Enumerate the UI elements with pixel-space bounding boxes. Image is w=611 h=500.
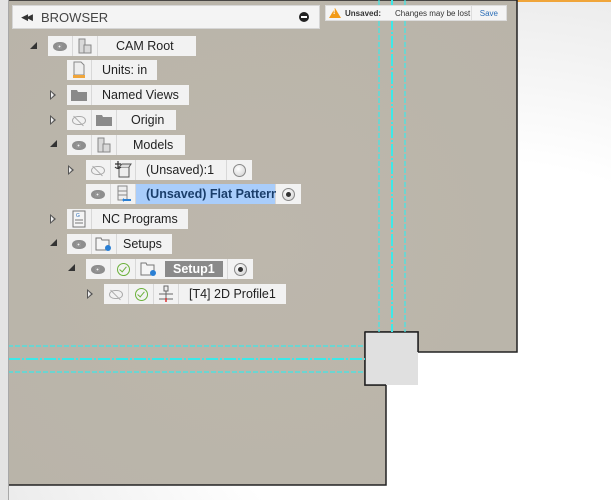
status-ok xyxy=(111,259,136,279)
expand-toggle-nc-programs[interactable] xyxy=(50,214,60,224)
radio-active-icon xyxy=(282,187,295,201)
visibility-toggle[interactable] xyxy=(67,110,92,130)
browser-panel-header: ◀◀ BROWSER xyxy=(12,5,320,29)
tree-node-flat-pattern[interactable]: (Unsaved) Flat Pattern xyxy=(86,184,301,204)
tree-node-label: Setups xyxy=(117,234,172,254)
tree-node-label: Models xyxy=(117,135,186,155)
eye-icon xyxy=(91,264,105,274)
sketch-lines-horizontal xyxy=(8,345,365,373)
warning-icon xyxy=(329,8,341,18)
profile-toolpath-icon xyxy=(154,284,179,304)
expand-toggle-named-views[interactable] xyxy=(50,90,60,100)
unsaved-banner: Unsaved: Changes may be lost Save xyxy=(325,5,507,21)
expand-toggle-unsaved-1[interactable] xyxy=(68,165,78,175)
flat-pattern-icon xyxy=(111,184,136,204)
save-button[interactable]: Save xyxy=(470,6,506,20)
folder-icon xyxy=(67,85,92,105)
unsaved-label: Unsaved: xyxy=(345,8,382,18)
document-icon xyxy=(67,60,92,80)
tree-node-2d-profile1[interactable]: [T4] 2D Profile1 xyxy=(104,284,286,304)
eye-icon xyxy=(72,140,86,150)
expand-toggle-2d-profile1[interactable] xyxy=(87,289,97,299)
nc-program-icon: G xyxy=(67,209,92,229)
triangle-collapsed-icon xyxy=(50,115,56,125)
tree-node-units[interactable]: Units: in xyxy=(67,60,158,80)
triangle-collapsed-icon xyxy=(50,90,56,100)
activate-radio[interactable] xyxy=(276,184,301,204)
tree-node-label: CAM Root xyxy=(98,36,196,56)
label-wrap: Setup1 xyxy=(161,259,228,279)
unsaved-message: Changes may be lost xyxy=(395,8,471,18)
tree-node-label: Named Views xyxy=(92,85,189,105)
tree-node-label: [T4] 2D Profile1 xyxy=(179,284,286,304)
tree-node-setup1[interactable]: Setup1 xyxy=(86,259,253,279)
tree-node-origin[interactable]: Origin xyxy=(67,110,177,130)
tree-node-label: Units: in xyxy=(92,60,158,80)
visibility-toggle[interactable] xyxy=(67,234,92,254)
check-circle-icon xyxy=(134,287,148,301)
triangle-expanded-icon xyxy=(50,239,57,246)
eye-icon xyxy=(72,239,86,249)
eye-hidden-icon xyxy=(91,165,105,175)
tree-node-named-views[interactable]: Named Views xyxy=(67,85,189,105)
tree-node-cam-root[interactable]: CAM Root xyxy=(48,36,196,56)
expand-toggle-setups[interactable] xyxy=(50,239,60,249)
visibility-toggle[interactable] xyxy=(67,135,92,155)
browser-title: BROWSER xyxy=(41,9,109,25)
visibility-toggle[interactable] xyxy=(104,284,129,304)
tree-node-label: Setup1 xyxy=(165,261,223,277)
visibility-toggle[interactable] xyxy=(86,160,111,180)
triangle-collapsed-icon xyxy=(68,165,74,175)
triangle-collapsed-icon xyxy=(87,289,93,299)
eye-hidden-icon xyxy=(72,115,86,125)
triangle-expanded-icon xyxy=(30,42,37,49)
tree-node-label: (Unsaved):1 xyxy=(136,160,228,180)
radio-active-icon xyxy=(233,262,247,276)
tree-node-unsaved-1[interactable]: (Unsaved):1 xyxy=(86,160,253,180)
activate-radio[interactable] xyxy=(227,160,253,180)
tree-node-nc-programs[interactable]: G NC Programs xyxy=(67,209,188,229)
folder-icon xyxy=(92,110,117,130)
visibility-toggle[interactable] xyxy=(48,36,73,56)
tree-node-label: (Unsaved) Flat Pattern xyxy=(136,184,279,204)
radio-inactive-icon xyxy=(233,163,247,177)
eye-icon xyxy=(53,41,67,51)
visibility-toggle[interactable] xyxy=(86,184,111,204)
status-ok xyxy=(129,284,154,304)
minus-circle-icon[interactable] xyxy=(299,12,309,22)
visibility-toggle[interactable] xyxy=(86,259,111,279)
component-icon xyxy=(73,36,98,56)
check-circle-icon xyxy=(116,262,130,276)
setup-folder-icon xyxy=(136,259,161,279)
sketch-lines-vertical xyxy=(378,0,406,332)
tree-node-setups[interactable]: Setups xyxy=(67,234,172,254)
setup-folder-icon xyxy=(92,234,117,254)
activate-radio[interactable] xyxy=(227,259,253,279)
expand-toggle-cam-root[interactable] xyxy=(30,42,40,52)
eye-hidden-icon xyxy=(109,289,123,299)
expand-toggle-models[interactable] xyxy=(50,140,60,150)
left-window-edge xyxy=(0,0,9,500)
tree-node-label: Origin xyxy=(117,110,177,130)
expand-toggle-origin[interactable] xyxy=(50,115,60,125)
triangle-collapsed-icon xyxy=(50,214,56,224)
tree-node-label: NC Programs xyxy=(92,209,188,229)
expand-toggle-setup1[interactable] xyxy=(68,264,78,274)
triangle-expanded-icon xyxy=(68,264,75,271)
tree-node-models[interactable]: Models xyxy=(67,135,186,155)
triangle-expanded-icon xyxy=(50,140,57,147)
anchored-body-icon xyxy=(111,160,136,180)
double-chevron-left-icon[interactable]: ◀◀ xyxy=(21,11,33,22)
component-icon xyxy=(92,135,117,155)
eye-icon xyxy=(91,189,105,199)
svg-text:G: G xyxy=(76,213,80,219)
